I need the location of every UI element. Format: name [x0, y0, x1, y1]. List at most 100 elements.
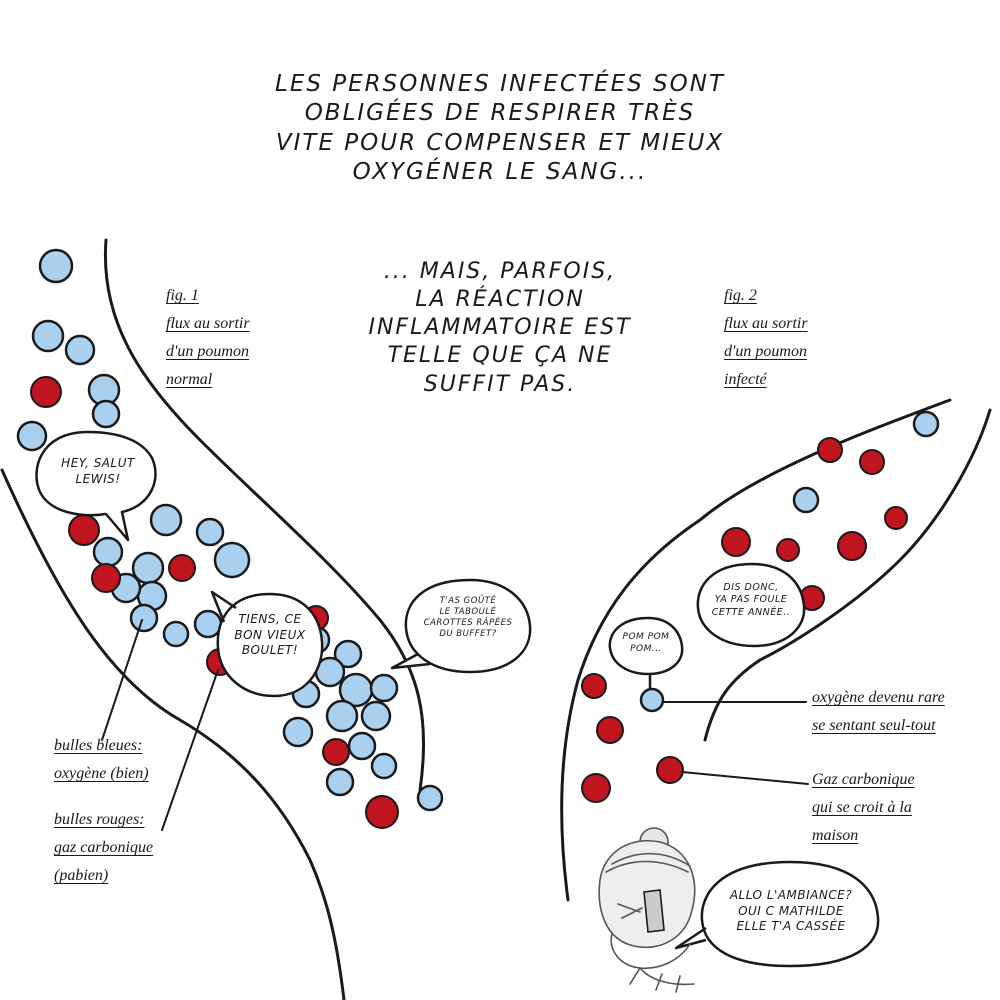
- oxygen-bubble: [416, 784, 444, 812]
- narration-line: VITE POUR COMPENSER ET MIEUX: [275, 129, 725, 156]
- fig2-caption: fig. 2 flux au sortir d'un poumon infect…: [724, 282, 808, 394]
- legend-line: gaz carbonique: [54, 839, 154, 856]
- legend-rare-oxygen: oxygène devenu rare se sentant seul-tout: [812, 684, 945, 740]
- speech-line: HEY, SALUT: [61, 456, 135, 470]
- fig1-line: normal: [166, 371, 213, 388]
- speech-line: BON VIEUX: [234, 627, 306, 642]
- legend-blue-bubbles: bulles bleues: oxygène (bien): [54, 732, 149, 788]
- fig1-caption: fig. 1 flux au sortir d'un poumon normal: [166, 282, 250, 394]
- co2-bubbles: [30, 376, 908, 829]
- legend-line: se sentant seul-tout: [812, 717, 936, 734]
- narration-line: TELLE QUE ÇA NE: [387, 343, 613, 369]
- speech-line: DU BUFFET?: [439, 629, 497, 640]
- fig1-line: d'un poumon: [166, 343, 249, 360]
- co2-bubble: [859, 449, 885, 475]
- oxygen-bubble: [193, 609, 223, 639]
- phone-icon: [643, 889, 665, 933]
- speech-line: ELLE T'A CASSÉE: [736, 919, 846, 934]
- speech-taboule: T'AS GOÛTÉ LE TABOULÉ CAROTTES RÂPÉES DU…: [410, 596, 526, 640]
- fig1-line: flux au sortir: [166, 315, 250, 332]
- speech-dis-donc: DIS DONC, YA PAS FOULE CETTE ANNÉE..: [702, 582, 800, 619]
- oxygen-bubble: [282, 716, 314, 748]
- co2-bubble: [581, 673, 607, 699]
- oxygen-bubble: [792, 486, 820, 514]
- legend-line: (pabien): [54, 867, 109, 884]
- speech-allo: ALLO L'AMBIANCE? OUI C MATHILDE ELLE T'A…: [708, 888, 874, 935]
- fig2-title: fig. 2: [724, 287, 757, 304]
- speech-line: ALLO L'AMBIANCE?: [729, 888, 853, 902]
- legend-line: oxygène (bien): [54, 765, 149, 782]
- co2-bubble: [581, 773, 611, 803]
- oxygen-bubble: [325, 767, 355, 797]
- speech-line: LEWIS!: [75, 471, 121, 486]
- speech-balloon-hey: [35, 430, 157, 542]
- oxygen-bubble: [912, 410, 940, 438]
- left-vessel-outer-wall: [0, 468, 346, 1000]
- pointer-red-legend: [161, 669, 219, 831]
- speech-line: TIENS, CE: [238, 612, 302, 626]
- oxygen-bubble: [370, 752, 398, 780]
- speech-line: T'AS GOÛTÉ: [439, 596, 497, 606]
- right-vessel-inner-wall: [703, 408, 992, 742]
- oxygen-bubbles: [16, 248, 940, 812]
- co2-bubble: [837, 531, 867, 561]
- speech-line: POM...: [630, 643, 662, 654]
- character-mathilde: [598, 827, 696, 993]
- co2-bubble: [721, 527, 751, 557]
- legend-line: Gaz carbonique: [812, 771, 915, 788]
- legend-line: qui se croit à la: [812, 799, 912, 816]
- speech-line: OUI C MATHILDE: [738, 903, 844, 918]
- narration-line: LES PERSONNES INFECTÉES SONT: [275, 71, 725, 97]
- oxygen-bubble: [149, 503, 183, 537]
- oxygen-bubble: [639, 687, 665, 713]
- oxygen-bubble: [333, 639, 363, 669]
- speech-line: YA PAS FOULE: [714, 594, 788, 606]
- pointer-fig2-red: [681, 771, 809, 785]
- co2-bubble: [68, 514, 100, 546]
- fig1-title: fig. 1: [166, 287, 199, 304]
- legend-line: bulles rouges:: [54, 811, 145, 828]
- narration-middle: ... MAIS, PARFOIS, LA RÉACTION INFLAMMAT…: [320, 258, 680, 399]
- fig2-line: d'un poumon: [724, 343, 807, 360]
- oxygen-bubble: [31, 319, 65, 353]
- speech-pom: POM POM POM...: [612, 632, 680, 655]
- speech-balloon-allo: [674, 860, 880, 968]
- oxygen-bubble: [360, 700, 392, 732]
- co2-bubble: [817, 437, 843, 463]
- speech-balloon-pom: [608, 616, 684, 690]
- co2-bubble: [168, 554, 196, 582]
- oxygen-bubble: [92, 536, 124, 568]
- left-vessel-inner-wall: [103, 238, 426, 792]
- oxygen-bubble: [64, 334, 96, 366]
- legend-co2-home: Gaz carbonique qui se croit à la maison: [812, 766, 915, 850]
- oxygen-bubble: [38, 248, 74, 284]
- co2-bubble: [91, 563, 121, 593]
- speech-balloon-taboule: [390, 578, 532, 674]
- speech-tiens: TIENS, CE BON VIEUX BOULET!: [222, 612, 318, 659]
- oxygen-bubble: [16, 420, 48, 452]
- speech-balloon-tiens: [210, 590, 324, 698]
- narration-line: LA RÉACTION: [415, 287, 585, 313]
- oxygen-bubble: [325, 699, 359, 733]
- speech-hey: HEY, SALUT LEWIS!: [40, 456, 156, 487]
- oxygen-bubble: [195, 517, 225, 547]
- legend-line: maison: [812, 827, 859, 844]
- narration-top: LES PERSONNES INFECTÉES SONT OBLIGÉES DE…: [200, 70, 800, 188]
- legend-line: oxygène devenu rare: [812, 689, 945, 706]
- oxygen-bubble: [162, 620, 190, 648]
- speech-line: CETTE ANNÉE..: [711, 606, 791, 618]
- narration-line: INFLAMMATOIRE EST: [368, 315, 632, 341]
- speech-line: POM POM: [622, 632, 670, 642]
- fig2-line: infecté: [724, 371, 767, 388]
- oxygen-bubble: [213, 541, 251, 579]
- oxygen-bubble: [129, 603, 159, 633]
- co2-bubble: [776, 538, 800, 562]
- narration-line: ... MAIS, PARFOIS,: [383, 259, 617, 284]
- narration-line: OBLIGÉES DE RESPIRER TRÈS: [304, 100, 696, 127]
- legend-line: bulles bleues:: [54, 737, 143, 754]
- co2-bubble: [656, 756, 684, 784]
- co2-bubble: [322, 738, 350, 766]
- legend-red-bubbles: bulles rouges: gaz carbonique (pabien): [54, 806, 153, 890]
- co2-bubble: [365, 795, 399, 829]
- fig2-line: flux au sortir: [724, 315, 808, 332]
